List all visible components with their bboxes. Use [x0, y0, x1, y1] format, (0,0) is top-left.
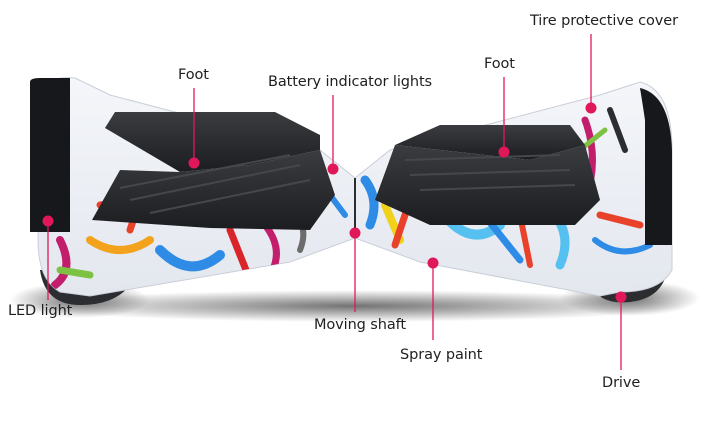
- label-foot-left: Foot: [178, 67, 209, 83]
- label-battery-indicator-lights: Battery indicator lights: [268, 74, 433, 90]
- callout-markers: [42, 34, 627, 370]
- moving-shaft-marker-dot: [349, 227, 361, 239]
- label-led-light: LED light: [8, 303, 73, 319]
- battery-indicator-lights-marker-dot: [327, 163, 339, 175]
- label-foot-right: Foot: [484, 56, 515, 72]
- foot-left-marker-dot: [188, 157, 200, 169]
- foot-pad-ribs: [119, 154, 576, 214]
- left-tire-cover: [30, 78, 70, 232]
- led-light-marker-dot: [42, 215, 54, 227]
- label-spray-paint: Spray paint: [400, 347, 483, 363]
- label-drive: Drive: [602, 375, 641, 391]
- spray-paint-marker-dot: [427, 257, 439, 269]
- label-tire-protective-cover: Tire protective cover: [530, 13, 678, 29]
- right-foot-pad-rear: [395, 125, 585, 160]
- left-foot-pad-rear: [105, 112, 320, 172]
- drive-marker-dot: [615, 291, 627, 303]
- foot-right-marker-dot: [498, 146, 510, 158]
- right-tire-cover: [640, 88, 672, 245]
- tire-protective-cover-marker-dot: [585, 102, 597, 114]
- right-foot-pad: [375, 145, 600, 225]
- label-moving-shaft: Moving shaft: [314, 317, 406, 333]
